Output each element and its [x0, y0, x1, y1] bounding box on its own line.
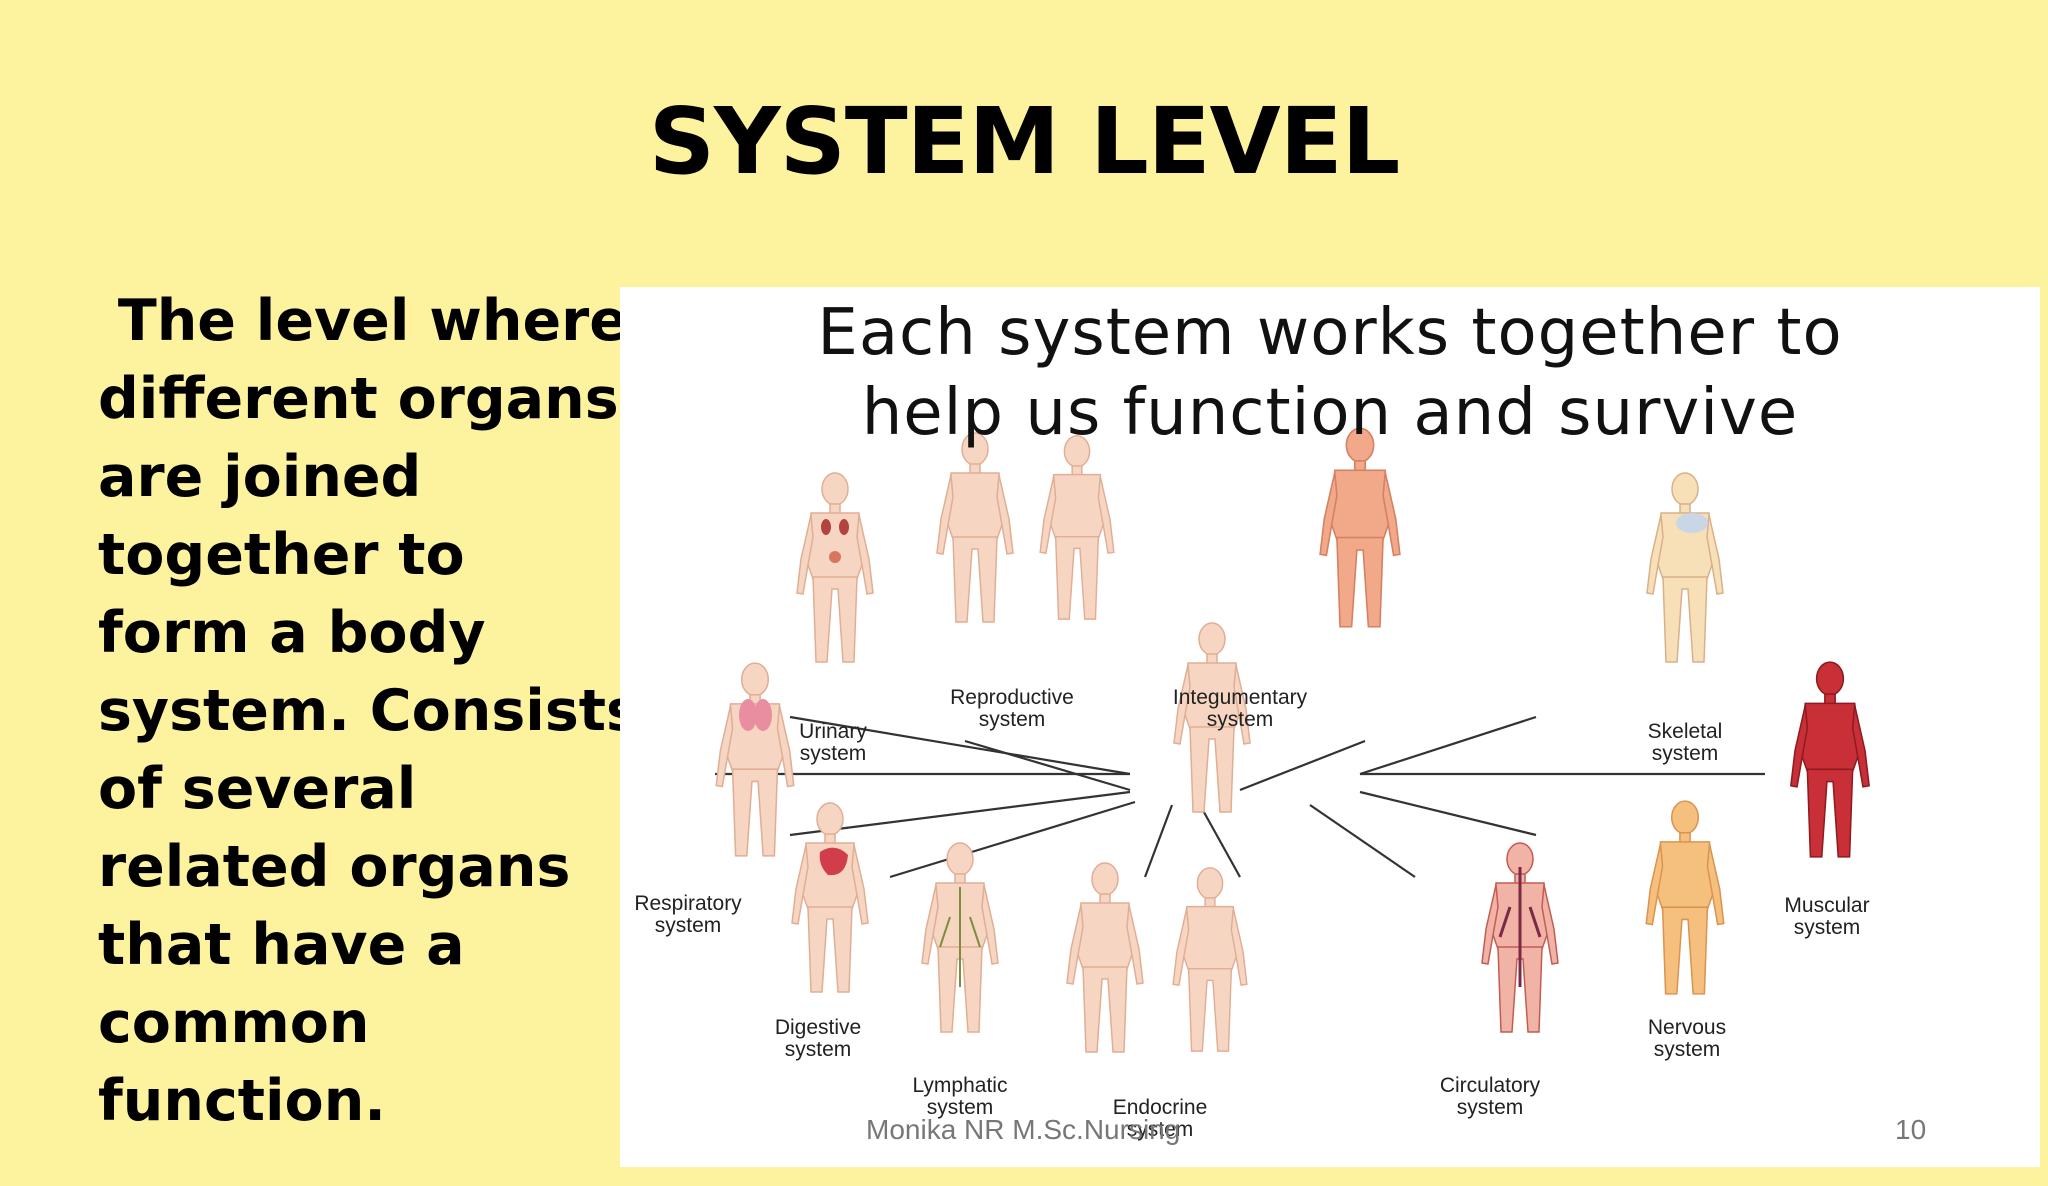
label-skeletal-system: Skeletal system: [1647, 720, 1723, 765]
body-line: form a body: [98, 600, 486, 666]
figure-heading: Each system works together to help us fu…: [620, 293, 2040, 453]
label-endocrine-system: Endocrine system: [1112, 1096, 1208, 1141]
label-integumentary-system: Integumentary system: [1172, 686, 1308, 731]
urinary-figure: [796, 472, 874, 663]
body-line: system. Consists: [98, 678, 640, 744]
body-systems-illustration: [715, 427, 1870, 1053]
label-urinary-system: Urinary system: [799, 720, 867, 765]
body-line: together to: [98, 522, 465, 588]
label-muscular-system: Muscular system: [1784, 894, 1870, 939]
body-line: common: [98, 990, 370, 1056]
body-line: of several: [98, 756, 417, 822]
organ-highlights: [739, 513, 1708, 987]
body-line: The level where: [98, 288, 628, 354]
label-nervous-system: Nervous system: [1647, 1016, 1727, 1061]
page-number: 10: [1895, 1114, 1927, 1145]
label-lymphatic-system: Lymphatic system: [912, 1074, 1008, 1119]
body-line: related organs: [98, 834, 571, 900]
connector-lines: [715, 715, 1765, 879]
figure-heading-line-1: Each system works together to: [817, 296, 1843, 370]
figure-heading-line-2: help us function and survive: [861, 376, 1799, 450]
nervous-figure: [1645, 800, 1725, 995]
slide-title: SYSTEM LEVEL: [648, 88, 1400, 195]
label-digestive-system: Digestive system: [774, 1016, 862, 1061]
endocrine-female-figure: [1172, 867, 1248, 1052]
reproductive-male-figure: [936, 432, 1014, 623]
skeletal-figure: [1646, 472, 1724, 663]
label-circulatory-system: Circulatory system: [1439, 1074, 1541, 1119]
body-line: that have a: [98, 912, 465, 978]
footer-author: Monika NR M.Sc.Nursing: [866, 1114, 1181, 1145]
reproductive-female-figure: [1039, 435, 1115, 620]
body-line: different organs: [98, 366, 619, 432]
endocrine-male-figure: [1066, 862, 1144, 1053]
muscular-figure: [1790, 661, 1870, 858]
body-line: function.: [98, 1068, 386, 1134]
body-systems-figure: Each system works together to help us fu…: [620, 287, 2040, 1167]
label-reproductive-system: Reproductive system: [950, 686, 1074, 731]
body-line: are joined: [98, 444, 422, 510]
slide-body-text: The level where different organs are joi…: [98, 282, 640, 1140]
integumentary-figure: [1319, 427, 1401, 628]
label-respiratory-system: Respiratory system: [634, 892, 742, 937]
digestive-figure: [791, 802, 869, 993]
